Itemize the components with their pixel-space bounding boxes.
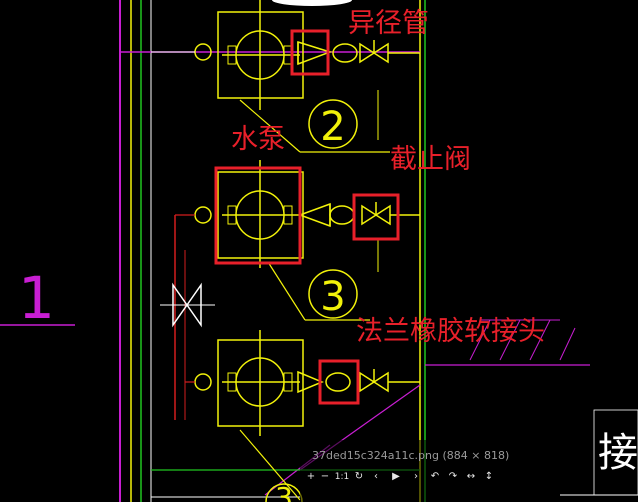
pump-unit-1 — [151, 0, 420, 110]
zoom-in-button[interactable]: + — [306, 471, 316, 482]
previous-button[interactable]: ‹ — [374, 471, 378, 482]
svg-text:1: 1 — [18, 264, 55, 332]
yellow-diagonal-bottom — [239, 429, 301, 501]
rotate-left-button[interactable]: ↶ — [430, 471, 440, 482]
pump-unit-2 — [175, 160, 420, 272]
svg-text:2: 2 — [320, 104, 345, 150]
zoom-out-button[interactable]: − — [320, 471, 330, 482]
axis-marker: 1 — [0, 264, 75, 332]
flip-vertical-button[interactable]: ↕ — [484, 471, 494, 482]
file-caption: 37ded15c324a11c.png (884 × 818) — [312, 449, 510, 462]
highlight-stop-valve — [352, 193, 400, 241]
svg-text:3: 3 — [275, 481, 293, 502]
label-water-pump: 水泵 — [231, 124, 285, 155]
room-label-right: 接 — [560, 409, 638, 496]
label-reducer-pipe: 异径管 — [348, 8, 429, 39]
pump-unit-3 — [185, 330, 420, 436]
rotate-right-button[interactable]: ↷ — [448, 471, 458, 482]
highlight-pump — [214, 166, 302, 265]
bypass-line — [160, 215, 215, 420]
next-button[interactable]: › — [414, 471, 418, 482]
rotate-button[interactable]: ↻ — [354, 471, 364, 482]
label-stop-valve: 截止阀 — [390, 144, 471, 175]
highlight-reducer — [290, 29, 330, 76]
pump-tag-3: 3 — [267, 261, 370, 321]
actual-size-button[interactable]: 1:1 — [334, 472, 350, 482]
label-flange-rubber-joint: 法兰橡胶软接头 — [356, 316, 545, 347]
viewer-overlay — [300, 440, 530, 502]
play-button[interactable]: ▶ — [392, 471, 400, 482]
highlight-rubber-joint — [318, 359, 360, 405]
flip-horizontal-button[interactable]: ↔ — [466, 471, 476, 482]
viewer-toolbar: + − 1:1 ↻ ‹ ▶ › ↶ ↷ ↔ ↕ — [304, 469, 498, 485]
svg-text:接: 接 — [598, 430, 638, 476]
svg-text:3: 3 — [320, 274, 345, 320]
pump-tag-2: 2 — [239, 99, 390, 153]
white-blob — [272, 0, 352, 6]
pump-tag-bottom: 3 — [265, 481, 303, 502]
